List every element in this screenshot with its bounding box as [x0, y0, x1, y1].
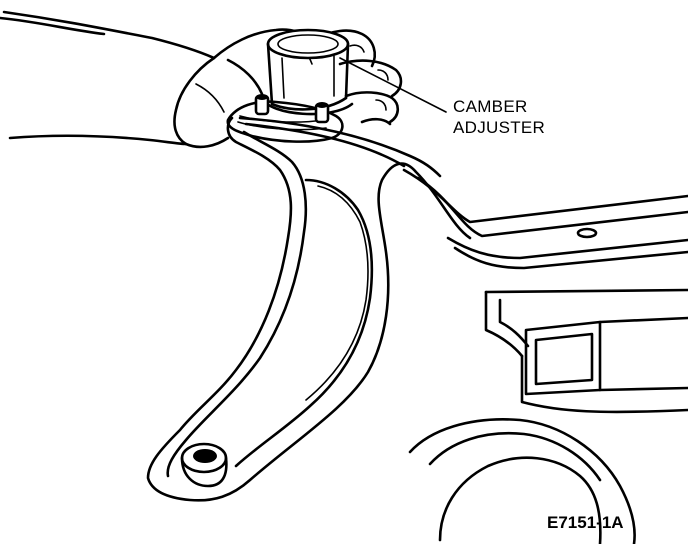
rail-hole	[576, 227, 598, 239]
control-arm	[146, 116, 472, 502]
adjuster-studs	[254, 94, 330, 124]
camber-adjuster	[254, 28, 354, 124]
crossmember	[402, 168, 688, 414]
figure-id: E7151-1A	[547, 513, 624, 532]
callout-leader	[339, 57, 447, 113]
callout-label-line1: CAMBER	[453, 97, 528, 116]
callout-label-line2: ADJUSTER	[453, 118, 545, 137]
tire	[408, 418, 636, 544]
hand	[0, 10, 403, 149]
